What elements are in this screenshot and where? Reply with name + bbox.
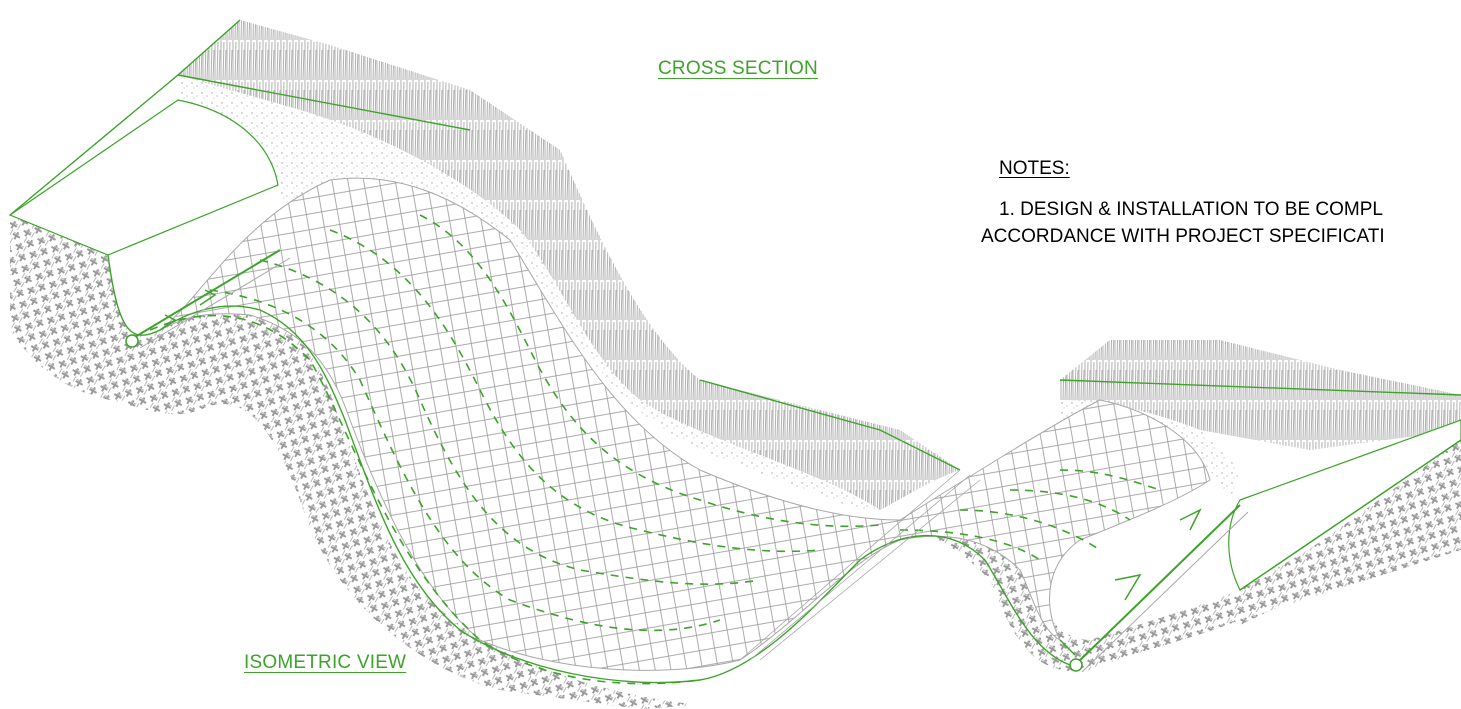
grass-bank-right [1060, 340, 1461, 450]
channel-fold-line [739, 469, 981, 661]
notes-heading: NOTES: [999, 158, 1070, 179]
note-line-2: ACCORDANCE WITH PROJECT SPECIFICATI [981, 226, 1385, 247]
channel-outlines [9, 19, 1461, 684]
note-line-1: 1. DESIGN & INSTALLATION TO BE COMPL [999, 199, 1383, 220]
grass-bank-left [178, 20, 960, 510]
cross-section-label: CROSS SECTION [658, 58, 818, 79]
drain-pipe-left [125, 249, 291, 349]
isometric-view-label: ISOMETRIC VIEW [244, 652, 407, 673]
notes-text: 1. DESIGN & INSTALLATION TO BE COMPL ACC… [981, 196, 1461, 250]
stipple-band-left [178, 75, 880, 510]
drain-pipe-right [1059, 504, 1249, 673]
soil-bank-right-far [1240, 460, 1461, 625]
anchor-trench-dashes [149, 214, 1161, 685]
soil-section-left [10, 215, 700, 709]
trench-top-face-left [8, 99, 279, 256]
